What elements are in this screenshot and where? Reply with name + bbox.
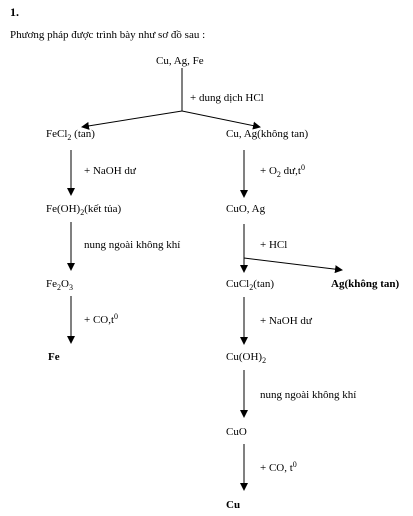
node-fe: Fe [48,351,60,363]
label-right-co: + CO, t0 [260,460,297,474]
node-cucl2: CuCl2(tan) [226,278,274,292]
label-right-nung: nung ngoài không khí [260,389,357,401]
node-cuo-ag: CuO, Ag [226,203,266,215]
arrow-split-right [181,110,261,130]
node-cu-ag: Cu, Ag(không tan) [226,128,309,140]
node-cu: Cu [226,499,241,511]
node-feoh2: Fe(OH)2(kết tủa) [46,203,122,217]
node-fecl2: FeCl2 (tan) [46,128,95,142]
label-left-nung: nung ngoài không khí [84,239,181,251]
label-hcl: + dung dịch HCl [190,92,264,104]
intro-text: Phương pháp được trình bày như sơ đồ sau… [10,29,206,41]
label-right-hcl: + HCl [260,239,288,251]
node-cuoh2: Cu(OH)2 [226,351,267,365]
arrow-split-left [81,110,183,130]
node-start: Cu, Ag, Fe [156,55,204,67]
label-right-naoh: + NaOH dư [260,315,312,327]
node-fe2o3: Fe2O3 [46,278,73,292]
arrow-right-ag [243,257,343,274]
label-right-o2: + O2 dư,t0 [260,163,305,179]
node-ag: Ag(không tan) [331,278,400,290]
heading: 1. [10,5,19,19]
label-left-co: + CO,t0 [84,312,119,326]
label-left-naoh: + NaOH dư [84,165,136,177]
node-cuo: CuO [226,426,247,438]
